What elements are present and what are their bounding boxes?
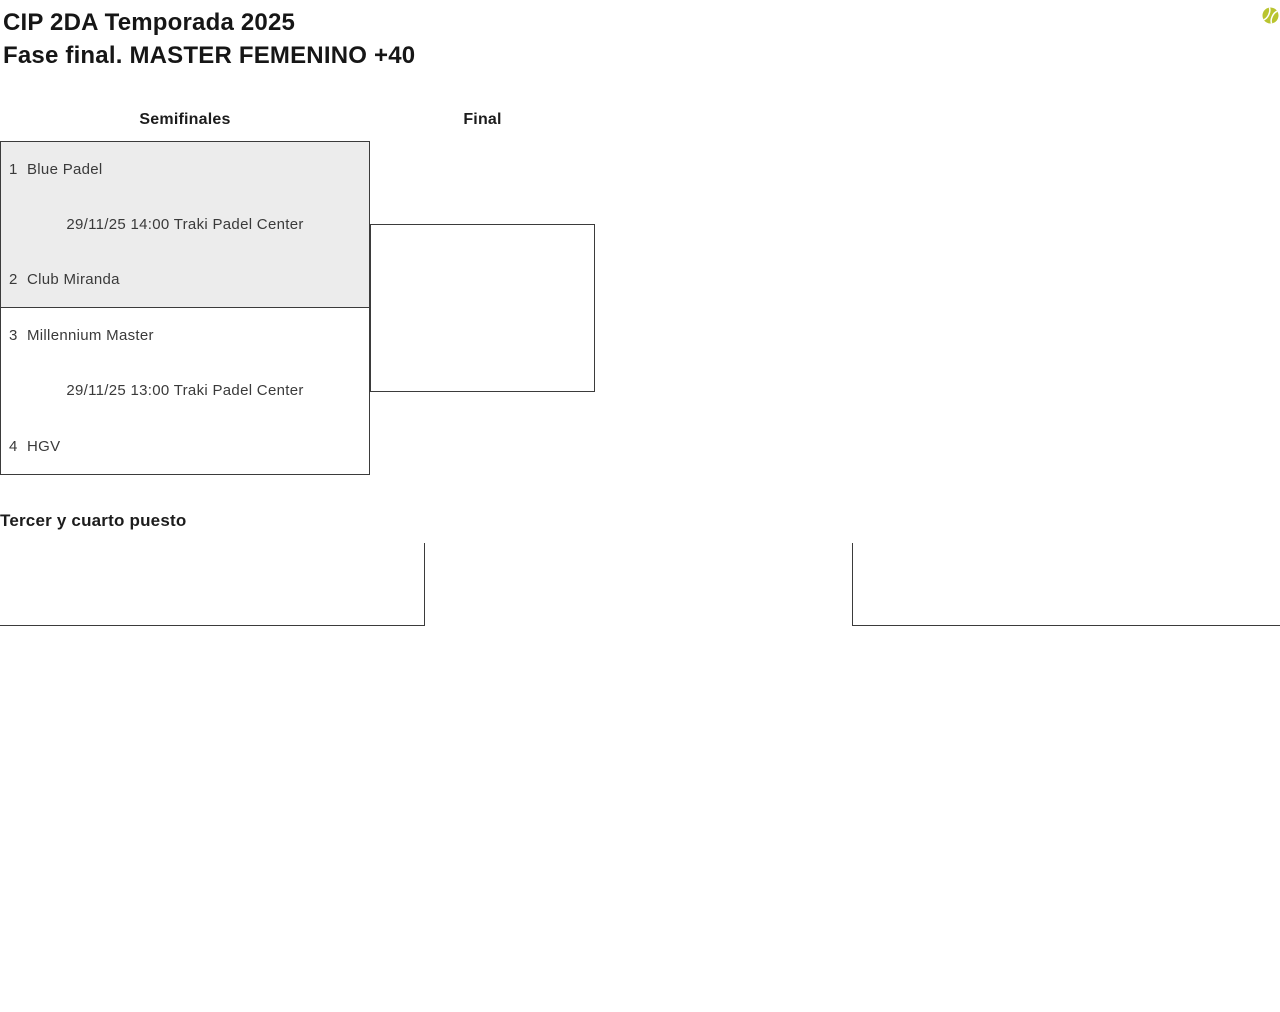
column-header-final: Final — [463, 111, 502, 128]
third-place-heading: Tercer y cuarto puesto — [0, 511, 187, 530]
team-seed: 3 — [9, 327, 18, 345]
team-seed: 1 — [9, 161, 18, 178]
third-place-box-left — [0, 543, 425, 626]
page-header: CIP 2DA Temporada 2025 Fase final. MASTE… — [3, 6, 415, 72]
team-row-millennium-master: 3 Millennium Master — [1, 308, 369, 363]
tournament-title: CIP 2DA Temporada 2025 — [3, 9, 296, 36]
team-row-club-miranda: 2 Club Miranda — [1, 252, 369, 307]
column-header-semifinales: Semifinales — [139, 111, 231, 128]
team-seed: 2 — [9, 271, 18, 288]
team-row-hgv: 4 HGV — [1, 419, 369, 474]
team-name: Millennium Master — [27, 327, 154, 345]
match-schedule: 29/11/25 14:00 Traki Padel Center — [66, 216, 304, 233]
semifinal-match-1: 1 Blue Padel 29/11/25 14:00 Traki Padel … — [0, 141, 370, 308]
semifinal-match-2: 3 Millennium Master 29/11/25 13:00 Traki… — [0, 307, 370, 475]
team-row-blue-padel: 1 Blue Padel — [1, 142, 369, 197]
final-match-box — [370, 224, 595, 392]
team-name: HGV — [27, 437, 61, 455]
padel-ball-icon — [1262, 7, 1279, 24]
third-place-box-right — [852, 543, 1280, 626]
phase-title: Fase final. MASTER FEMENINO +40 — [3, 42, 416, 69]
team-name: Club Miranda — [27, 271, 120, 288]
team-name: Blue Padel — [27, 161, 103, 178]
match-schedule: 29/11/25 13:00 Traki Padel Center — [66, 382, 304, 400]
team-seed: 4 — [9, 437, 18, 455]
